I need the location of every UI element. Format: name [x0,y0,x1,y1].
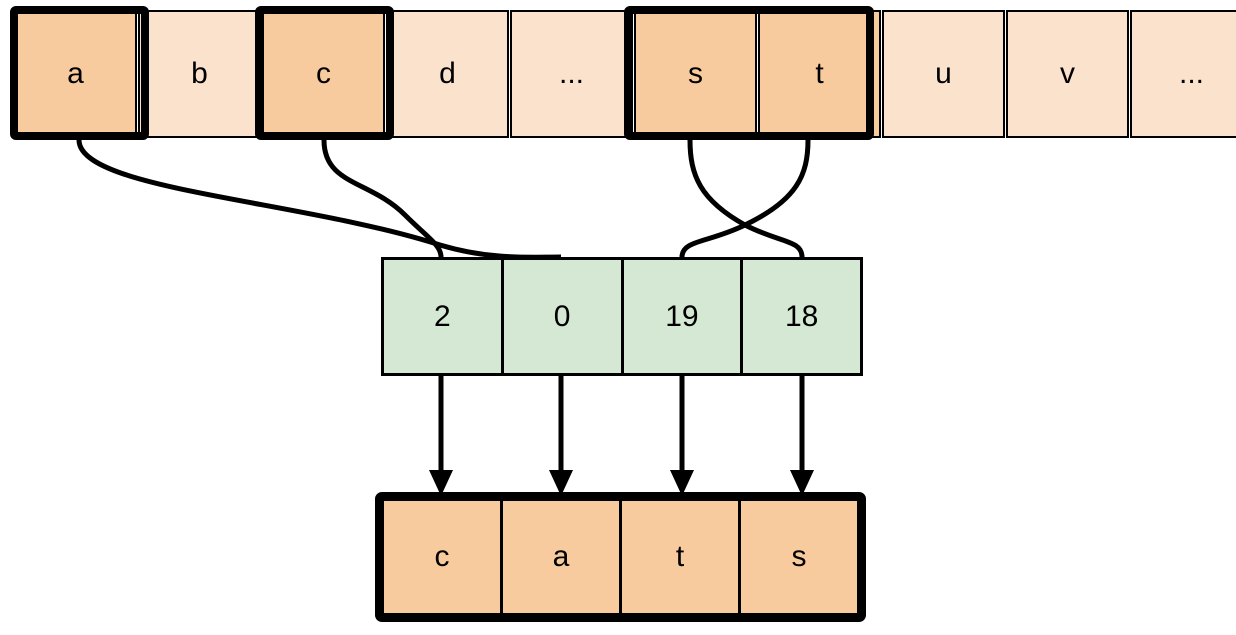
alphabet-cell-u[interactable]: u [882,10,1005,138]
curve-t-to-index-19 [679,139,811,258]
alphabet-cell-label: b [191,57,208,90]
alphabet-cell-ellipsis-4[interactable]: ... [510,10,633,138]
output-cell-3[interactable]: s [741,501,857,613]
index-cell-0[interactable]: 2 [384,260,504,373]
alphabet-cell-label: a [67,57,84,90]
output-cell-label: a [552,540,570,573]
alphabet-cell-label: v [1060,57,1075,90]
alphabet-cell-label: ... [1178,57,1204,90]
alphabet-cell-label: d [439,57,456,90]
alphabet-cell-t[interactable]: t [758,10,881,138]
alphabet-cell-v[interactable]: v [1006,10,1129,138]
curve-a-to-index-0 [76,139,562,260]
alphabet-cell-label: u [935,57,952,90]
alphabet-cell-s[interactable]: s [634,10,757,138]
alphabet-cell-b[interactable]: b [138,10,261,138]
alphabet-cell-label: s [688,57,703,90]
index-cell-value: 0 [553,299,571,333]
output-cell-2[interactable]: t [622,501,741,613]
index-cell-value: 18 [784,299,819,333]
output-cell-label: c [434,540,450,573]
alphabet-cell-ellipsis-9[interactable]: ... [1130,10,1236,138]
curve-s-to-index-18 [687,139,805,258]
output-cell-label: s [791,540,807,573]
output-cell-1[interactable]: a [503,501,622,613]
alphabet-cell-d[interactable]: d [386,10,509,138]
output-cell-0[interactable]: c [384,501,503,613]
index-cell-value: 19 [665,299,699,333]
index-cell-1[interactable]: 0 [504,260,624,373]
output-cell-label: t [675,540,685,573]
index-to-output-arrows [429,376,814,496]
index-cell-value: 2 [434,299,451,333]
index-cell-2[interactable]: 19 [624,260,744,373]
alphabet-cell-label: c [316,57,331,90]
index-cell-3[interactable]: 18 [743,260,860,373]
alphabet-cell-label: t [815,57,824,90]
alphabet-cell-label: ... [558,57,584,90]
curve-c-to-index-2 [321,139,444,258]
alphabet-cell-a[interactable]: a [14,10,137,138]
alphabet-cell-c[interactable]: c [262,10,385,138]
